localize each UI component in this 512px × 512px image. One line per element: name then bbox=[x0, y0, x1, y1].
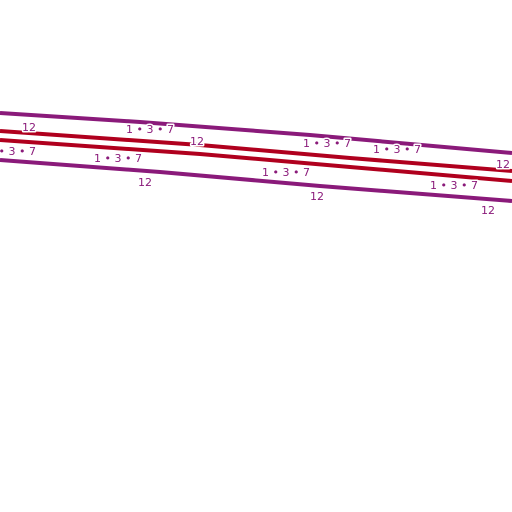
route-1-3-7-label: 1 • 3 • 7 bbox=[430, 179, 478, 192]
route-1-3-7-label: 1 • 3 • 7 bbox=[0, 145, 36, 158]
route-12-label: 12 bbox=[496, 158, 510, 171]
route-1-3-7-line-north[interactable] bbox=[0, 129, 512, 173]
route-1-3-7-label: 1 • 3 • 7 bbox=[94, 152, 142, 165]
route-12-label: 12 bbox=[481, 204, 495, 217]
route-12-label: 12 bbox=[310, 190, 324, 203]
route-12-line-north[interactable] bbox=[0, 111, 512, 155]
route-1-3-7-label: 1 • 3 • 7 bbox=[126, 123, 174, 136]
route-12-label: 12 bbox=[138, 176, 152, 189]
route-1-3-7-label: 1 • 3 • 7 bbox=[303, 137, 351, 150]
route-1-3-7-label: 1 • 3 • 7 bbox=[373, 143, 421, 156]
route-12-label: 12 bbox=[22, 121, 36, 134]
route-1-3-7-line-south[interactable] bbox=[0, 138, 512, 183]
route-12-line-south[interactable] bbox=[0, 158, 512, 203]
route-12-label: 12 bbox=[190, 135, 204, 148]
route-1-3-7-label: 1 • 3 • 7 bbox=[262, 166, 310, 179]
